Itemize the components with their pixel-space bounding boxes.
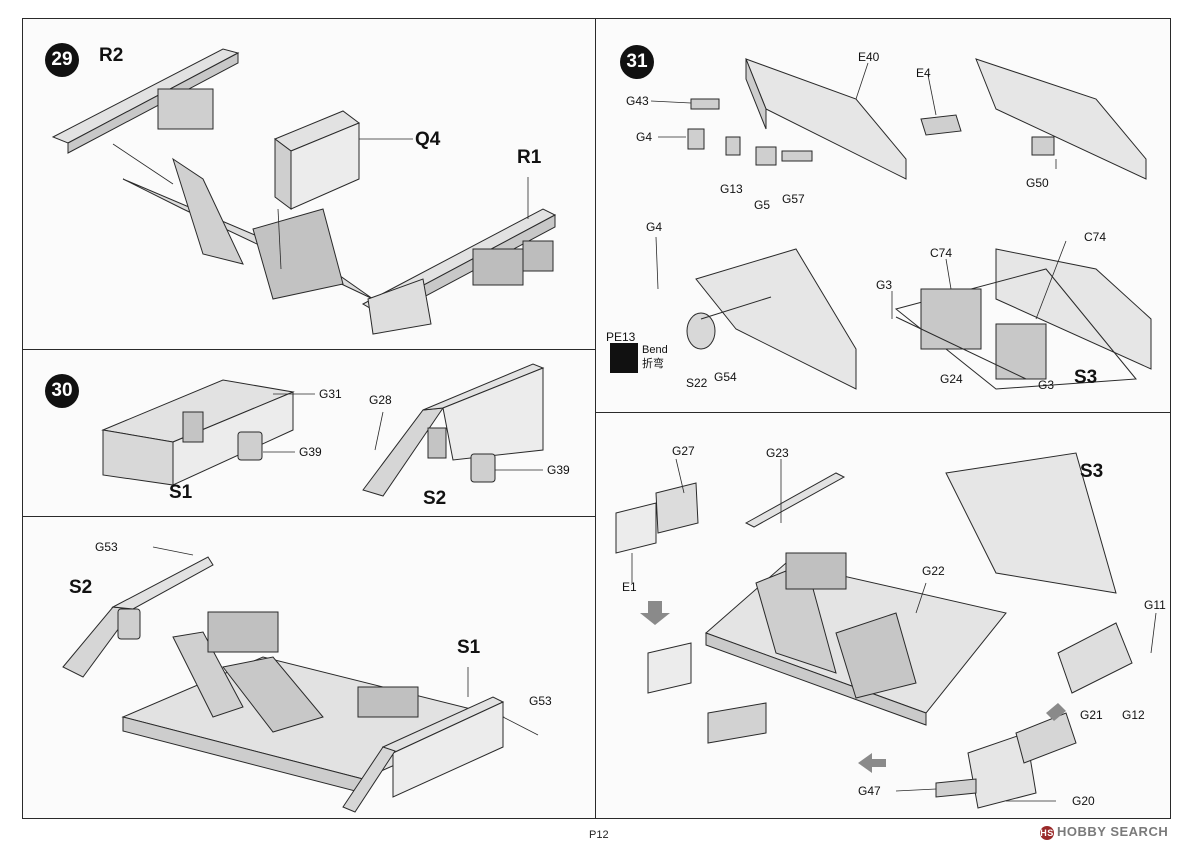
step-29-panel: 29 R2 Q4 R1 <box>22 18 596 350</box>
step-30-panel: 30 G31 G39 S1 G28 G39 S2 <box>22 349 596 517</box>
part-label-g57: G57 <box>782 192 805 206</box>
part-label-e1: E1 <box>622 580 637 594</box>
part-label-s1: S1 <box>169 482 193 503</box>
part-label-pe13: PE13 <box>606 330 636 344</box>
part-label-q4: Q4 <box>415 129 441 150</box>
part-label-g3: G3 <box>1038 378 1055 392</box>
part-label-s3: S3 <box>1080 461 1104 482</box>
part-label-g4: G4 <box>646 220 663 234</box>
part-label-g12: G12 <box>1122 708 1145 722</box>
part-label-g54: G54 <box>714 370 737 384</box>
step-30-drawing <box>101 363 545 497</box>
part-label-g27: G27 <box>672 444 695 458</box>
step-number-badge: 30 <box>45 374 79 408</box>
part-label-g13: G13 <box>720 182 743 196</box>
part-label-g22: G22 <box>922 564 945 578</box>
down-left-arrow-icon <box>1046 703 1066 721</box>
hobby-search-logo-icon: HS <box>1040 825 1054 840</box>
part-label-g24: G24 <box>940 372 963 386</box>
bend-note-zh: 折弯 <box>642 358 664 370</box>
bend-note: Bend 折弯 <box>610 343 668 373</box>
part-label-g39: G39 <box>299 445 322 459</box>
part-label-s2: S2 <box>423 488 447 509</box>
part-label-g11: G11 <box>1144 598 1166 612</box>
bend-note-en: Bend <box>642 344 668 356</box>
part-label-g53: G53 <box>95 540 118 554</box>
part-label-g3: G3 <box>876 278 893 292</box>
step-30b-panel: G53 S2 S1 G53 <box>22 516 596 819</box>
part-label-e40: E40 <box>858 50 880 64</box>
part-label-s2: S2 <box>69 577 93 598</box>
left-arrow-icon <box>858 753 886 773</box>
step-31b-panel: G27 G23 S3 E1 G22 G11 G21 G12 G47 G20 <box>595 412 1171 819</box>
part-label-g21: G21 <box>1080 708 1103 722</box>
bend-icon <box>610 343 638 373</box>
part-label-g53: G53 <box>529 694 552 708</box>
part-label-r1: R1 <box>517 147 542 168</box>
step-number-badge: 29 <box>45 43 79 77</box>
down-arrow-icon <box>640 601 670 625</box>
part-label-g28: G28 <box>369 393 392 407</box>
part-label-g50: G50 <box>1026 176 1049 190</box>
part-label-e4: E4 <box>916 66 931 80</box>
step-29-drawing <box>51 48 557 335</box>
step-31b-drawing <box>615 452 1157 809</box>
step-30b-drawing <box>62 546 539 813</box>
part-label-g23: G23 <box>766 446 789 460</box>
part-label-g31: G31 <box>319 387 342 401</box>
part-label-c74: C74 <box>1084 230 1107 244</box>
part-label-s1: S1 <box>457 637 481 658</box>
part-label-r2: R2 <box>99 45 124 66</box>
part-label-c74: C74 <box>930 246 953 260</box>
part-label-g4: G4 <box>636 130 653 144</box>
part-label-g20: G20 <box>1072 794 1095 808</box>
page-number: P12 <box>589 829 609 841</box>
part-label-g47: G47 <box>858 784 881 798</box>
part-label-g5: G5 <box>754 198 771 212</box>
step-31-drawing <box>650 58 1152 390</box>
step-31-panel: 31 G43 G4 G13 G5 G57 E40 E4 G50 G4 PE13 … <box>595 18 1171 413</box>
part-label-g43: G43 <box>626 94 649 108</box>
part-label-g39: G39 <box>547 463 570 477</box>
bend-note-text: Bend 折弯 <box>642 343 668 371</box>
step-number-badge: 31 <box>620 45 654 79</box>
part-label-s22: S22 <box>686 376 708 390</box>
part-label-s3: S3 <box>1074 367 1098 388</box>
watermark-text: HOBBY SEARCH <box>1057 824 1169 839</box>
